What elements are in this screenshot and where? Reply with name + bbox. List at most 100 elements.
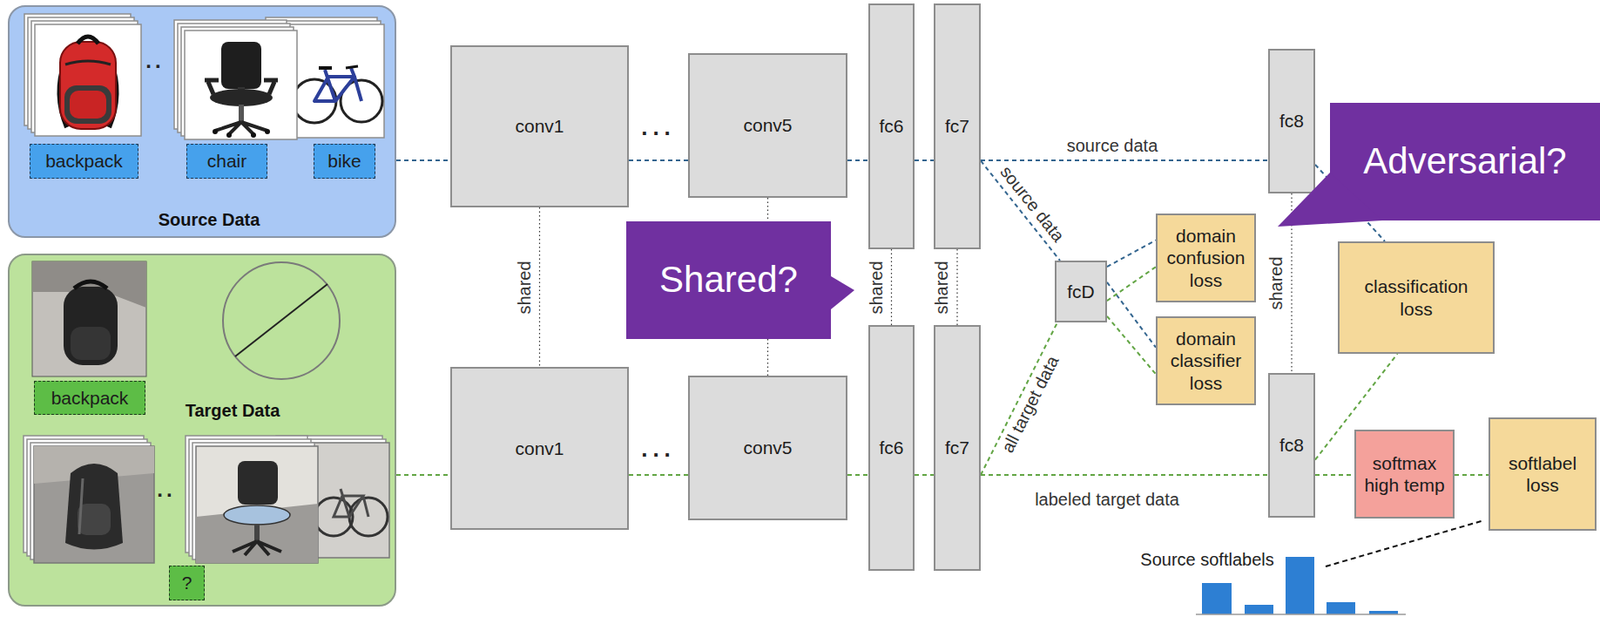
conv-layer: conv5 bbox=[688, 375, 848, 520]
class-label: backpack bbox=[29, 143, 139, 179]
shared-weights-link bbox=[891, 249, 892, 325]
backpack-photo-stack bbox=[65, 60, 111, 65]
edge-label: labeled target data bbox=[1032, 489, 1182, 510]
ellipsis: .. bbox=[156, 478, 176, 501]
backpack-photo bbox=[63, 286, 118, 365]
fc-layer: fcD bbox=[1054, 260, 1108, 323]
backpack-photo bbox=[32, 261, 147, 377]
callout-pointer bbox=[826, 273, 855, 313]
target-images bbox=[9, 255, 395, 605]
bike-photo-stack bbox=[333, 488, 369, 517]
backpack-photo-stack bbox=[60, 41, 116, 129]
fc-layer: fc8 bbox=[1268, 372, 1316, 518]
callout-pointer bbox=[1329, 102, 1331, 104]
node-label: domain confusion loss bbox=[1162, 224, 1249, 291]
empty-set-symbol bbox=[222, 262, 340, 379]
source-images bbox=[9, 6, 395, 237]
chart-title: Source softlabels bbox=[1140, 549, 1274, 569]
fc-layer: fc7 bbox=[933, 324, 981, 571]
node-label: conv5 bbox=[742, 114, 792, 136]
chair-photo-stack bbox=[215, 121, 268, 135]
backpack-photo-stack bbox=[23, 435, 155, 563]
source-data-path bbox=[914, 159, 934, 162]
class-label: chair bbox=[186, 143, 268, 179]
node-label: fc8 bbox=[1279, 109, 1304, 132]
callout-box: Shared? bbox=[626, 221, 831, 339]
source-data-panel: Source Data backpack chair bike bbox=[7, 5, 397, 238]
target-data-path bbox=[1454, 473, 1489, 476]
chair-photo-stack bbox=[264, 128, 271, 135]
source-data-path bbox=[847, 159, 869, 162]
target-data-path bbox=[1315, 473, 1355, 476]
edge-label: shared bbox=[513, 257, 534, 317]
conv-layer: conv1 bbox=[450, 366, 629, 530]
ellipsis: .. bbox=[145, 49, 164, 73]
conv-layer: conv1 bbox=[450, 45, 629, 208]
node-label: backpack bbox=[45, 149, 123, 172]
class-label: bike bbox=[313, 143, 376, 179]
target-data-path bbox=[1107, 266, 1156, 301]
node-label: ? bbox=[182, 571, 193, 594]
backpack-photo-stack bbox=[69, 90, 107, 119]
ellipsis: ... bbox=[641, 436, 676, 462]
edge-label: source data bbox=[1064, 135, 1162, 156]
node-label: conv5 bbox=[742, 436, 792, 459]
callout-box: Adversarial? bbox=[1329, 102, 1600, 221]
node-label: softlabel loss bbox=[1495, 452, 1590, 496]
fc-layer: fc6 bbox=[868, 324, 915, 571]
chair-photo-stack bbox=[185, 435, 318, 563]
edge-label: shared bbox=[931, 257, 952, 317]
class-label: backpack bbox=[33, 380, 146, 415]
backpack-photo-stack bbox=[79, 478, 83, 534]
backpack-photo-stack bbox=[64, 85, 112, 124]
chair-photo-stack bbox=[254, 523, 260, 541]
loss-box: domain confusion loss bbox=[1155, 213, 1256, 303]
loss-box: softlabel loss bbox=[1488, 417, 1597, 531]
edge-label: all target data bbox=[996, 350, 1065, 459]
chair-photo-stack bbox=[237, 460, 278, 505]
node-label: fcD bbox=[1066, 280, 1095, 303]
source-data-path bbox=[1107, 282, 1156, 348]
softlabel-bar-chart bbox=[1285, 556, 1315, 615]
target-data-path bbox=[1107, 316, 1156, 374]
chair-photo-stack bbox=[212, 128, 218, 135]
node-label: bike bbox=[327, 149, 362, 172]
backpack-photo bbox=[70, 326, 111, 360]
source-data-path bbox=[1107, 240, 1156, 268]
backpack-photo-stack bbox=[77, 503, 111, 535]
empty-set-symbol bbox=[235, 283, 328, 357]
node-label: domain classifier loss bbox=[1162, 327, 1249, 394]
ellipsis: ... bbox=[641, 114, 676, 141]
backpack-photo bbox=[32, 261, 147, 377]
backpack-photo-stack bbox=[77, 36, 99, 44]
panel-heading: Source Data bbox=[158, 209, 261, 230]
target-data-path bbox=[628, 473, 689, 476]
target-data-path bbox=[847, 473, 869, 476]
edge-label: shared bbox=[1266, 253, 1287, 312]
target-data-path bbox=[980, 322, 1058, 475]
node-label: fc6 bbox=[878, 436, 904, 459]
loss-box: classification loss bbox=[1337, 241, 1495, 354]
softmax-box: softmax high temp bbox=[1354, 429, 1455, 519]
source-data-path bbox=[396, 159, 451, 162]
node-label: classification loss bbox=[1355, 275, 1478, 319]
backpack-photo-stack bbox=[33, 445, 155, 563]
chair-photo-stack bbox=[223, 505, 291, 525]
node-label: softmax high temp bbox=[1361, 452, 1448, 496]
node-label: Shared? bbox=[659, 257, 798, 302]
bike-photo-stack bbox=[314, 67, 362, 102]
node-label: fc8 bbox=[1279, 433, 1304, 456]
chair-photo-stack bbox=[184, 30, 298, 140]
fc-layer: fc8 bbox=[1268, 48, 1316, 194]
loss-box: domain classifier loss bbox=[1155, 316, 1256, 406]
chair-photo-stack bbox=[221, 41, 262, 89]
softlabel-bar-chart bbox=[1195, 613, 1406, 615]
chair-photo-stack bbox=[250, 132, 257, 138]
node-label: fc6 bbox=[878, 114, 904, 137]
empty-set-symbol bbox=[222, 262, 340, 379]
bike-photo-stack bbox=[318, 66, 332, 70]
shared-weights-link bbox=[539, 207, 541, 367]
fc-layer: fc6 bbox=[868, 3, 915, 250]
